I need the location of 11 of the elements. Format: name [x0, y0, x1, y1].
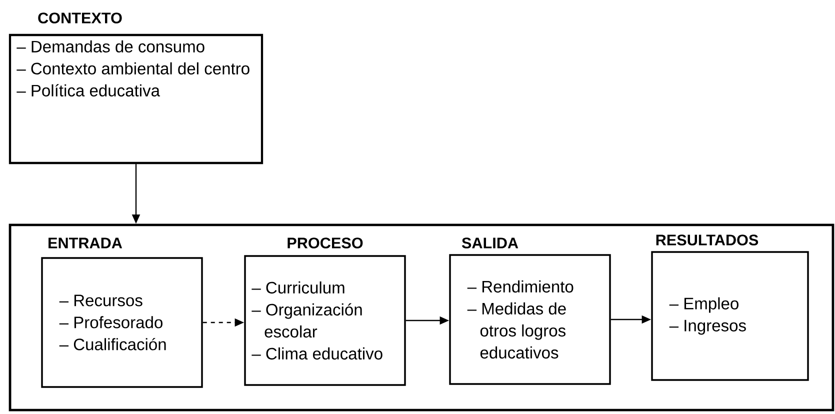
- heading: PROCESO: [288, 238, 363, 248]
- text-box: – Recursos – Profesorado – Cualificación: [41, 257, 203, 388]
- frame-box: [8, 224, 834, 412]
- text-box: – Curriculum – Organización escolar – Clima educativo: [244, 255, 406, 386]
- text-box: – Empleo – Ingresos: [651, 251, 809, 381]
- text-box: – Demandas de consumo – Contexto ambiental del centro – Política educativa: [8, 34, 264, 164]
- text-box: – Rendimiento – Medidas de otros logros educativos: [449, 254, 611, 385]
- heading: ENTRADA: [48, 238, 122, 248]
- heading: CONTEXTO: [38, 12, 122, 24]
- heading: SALIDA: [462, 238, 518, 248]
- heading: RESULTADOS: [656, 234, 758, 246]
